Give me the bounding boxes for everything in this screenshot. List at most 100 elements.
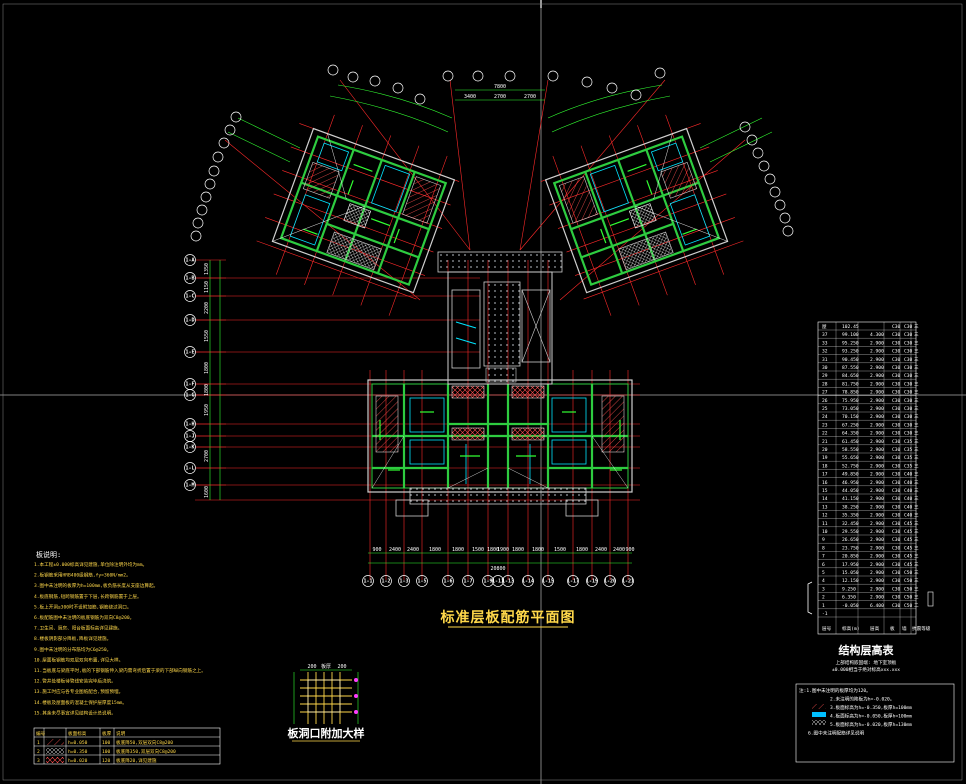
level-table-cell: C30 (892, 447, 901, 453)
level-table-cell: 12 (822, 513, 828, 519)
axis-bubble-radial (392, 82, 404, 94)
right-note-line: 注:1.图中未注明的板厚均为120。 (799, 687, 871, 694)
level-table-cell: 2.900 (870, 504, 884, 510)
level-table-cell: 30 (822, 365, 828, 371)
level-table-cell: 35.350 (842, 513, 859, 519)
axis-bubble-bottom-circle (567, 575, 579, 587)
axis-bubble-bottom-label: 1-19 (586, 579, 598, 585)
level-table-cell: C30 (892, 521, 901, 527)
level-table-cell: 三 (914, 422, 919, 428)
level-table-cell: 三 (914, 447, 919, 453)
level-table-cell: 26 (822, 398, 828, 404)
axis-bubble-bottom: 1-19 (586, 575, 598, 587)
level-table-cell: 三 (914, 439, 919, 445)
level-table-cell: C45 (904, 545, 913, 551)
level-table-cell: 17 (822, 472, 828, 478)
level-table-cell: 20 (822, 447, 828, 453)
level-table-cell: C30 (904, 398, 913, 404)
level-table-cell: 102.45 (842, 324, 859, 330)
axis-bubble-radial (739, 121, 751, 133)
dim-bottom-value: 1500 (472, 547, 484, 553)
level-table-cell: 三 (914, 480, 919, 486)
level-table-cell: C45 (904, 562, 913, 568)
axis-bubble-bottom-label: 1-13 (502, 579, 514, 585)
level-table-cell: 三 (914, 381, 919, 387)
level-table-cell: 38.250 (842, 504, 859, 510)
level-table-cell: 29 (822, 373, 828, 379)
level-table-cell: 6 (822, 562, 825, 568)
dim-bottom-value: 2400 (407, 547, 419, 553)
level-table-cell: C30 (892, 349, 901, 355)
opening-detail: 200 板厚 200 板洞口附加大样 (288, 663, 365, 742)
level-table-cell: 三 (914, 578, 919, 584)
axis-bubble-bottom: 1-5 (416, 575, 428, 587)
dim-bottom-value: 1900 (497, 547, 509, 553)
axis-bubble-left-circle (184, 479, 196, 491)
level-table-cell: C30 (892, 398, 901, 404)
right-note-line: 5.板面标高为h=-0.020,板厚h=130mm (830, 721, 912, 728)
axis-bubble-left: 1-C (184, 290, 196, 302)
level-table-cell: 三 (914, 595, 919, 601)
level-table-cell: 三 (914, 521, 919, 527)
legend-cell: 板底降350,双层双向C8@200 (116, 748, 176, 755)
level-table-cell: 6.400 (870, 603, 884, 609)
dim-bottom-value: 900 (372, 547, 381, 553)
axis-bubble-left-label: 1-E (185, 350, 194, 356)
axis-bubble-left-circle (184, 418, 196, 430)
axis-bubble-radial (472, 70, 484, 82)
axis-bubble-bottom-circle (380, 575, 392, 587)
level-table-cell: 三 (914, 406, 919, 412)
level-table-cell: C30 (904, 365, 913, 371)
level-table-cell: 2.900 (870, 529, 884, 535)
right-note-line: 4.板面标高为h=-0.050,板厚h=100mm (830, 713, 912, 720)
axis-bubble-radial (192, 217, 204, 229)
level-table-cell: C50 (904, 578, 913, 584)
level-table-cell: 78.850 (842, 390, 859, 396)
level-table-cell: 三 (914, 365, 919, 371)
dim-left-value: 1800 (204, 384, 210, 396)
level-table-cell: 95.250 (842, 340, 859, 346)
level-table-cell: C50 (904, 603, 913, 609)
detail-dim-mid: 板厚 (321, 663, 331, 670)
axis-bubble-left-label: 1-F (185, 382, 194, 388)
level-table-cell: C30 (892, 570, 901, 576)
level-table-cell: C40 (904, 488, 913, 494)
level-table-cell: 三 (914, 349, 919, 355)
axis-bubble-radial (327, 64, 339, 76)
axis-bubble-left-label: 1-G (185, 393, 194, 399)
level-table-cell: 7 (822, 554, 825, 560)
right-note-line: 6.图中未注明配筋详见说明 (808, 730, 864, 737)
axis-bubble-radial (504, 70, 516, 82)
dim-bottom-value: 1800 (452, 547, 464, 553)
note-line: 10.屋面板钢筋均双层双向布置,详见大样。 (34, 656, 123, 663)
level-table-cell: 2.900 (870, 578, 884, 584)
level-table-cell: 三 (914, 324, 919, 330)
notes-block: 板说明: 1.本工程±0.000标高详见建施,单位除注明外均为mm。2.板钢筋采… (34, 550, 206, 716)
note-line: 1.本工程±0.000标高详见建施,单位除注明外均为mm。 (34, 561, 147, 568)
axis-bubble-bottom: 1-11 (492, 575, 504, 587)
axis-bubble-radial (347, 71, 359, 83)
drawing-border (2, 3, 963, 781)
level-table-cell: 87.550 (842, 365, 859, 371)
level-table-cell: 三 (914, 529, 919, 535)
level-table-cell: C30 (892, 455, 901, 461)
level-table-cell: 31 (822, 357, 828, 363)
level-table-cell: 8 (822, 545, 825, 551)
level-table-cell: 屋 (822, 324, 827, 330)
level-table-cell: C30 (904, 373, 913, 379)
axis-bubble-bottom-label: 1-9 (483, 579, 492, 585)
axis-bubble-bottom-label: 1-11 (492, 579, 504, 585)
axis-bubble-bottom-circle (586, 575, 598, 587)
note-line: 15.其余未尽事宜详见结构设计总说明。 (34, 709, 116, 716)
level-table-cell: C30 (892, 472, 901, 478)
dim-bottom-value: 2400 (613, 547, 625, 553)
level-table-cell: C30 (892, 463, 901, 469)
level-table-cell: 5 (822, 570, 825, 576)
axis-bubble-bottom-label: 1-1 (363, 579, 372, 585)
level-table-cell: 4.300 (870, 332, 884, 338)
axis-bubble-left: 1-A (184, 254, 196, 266)
axis-bubble-bottom: 1-9 (482, 575, 494, 587)
